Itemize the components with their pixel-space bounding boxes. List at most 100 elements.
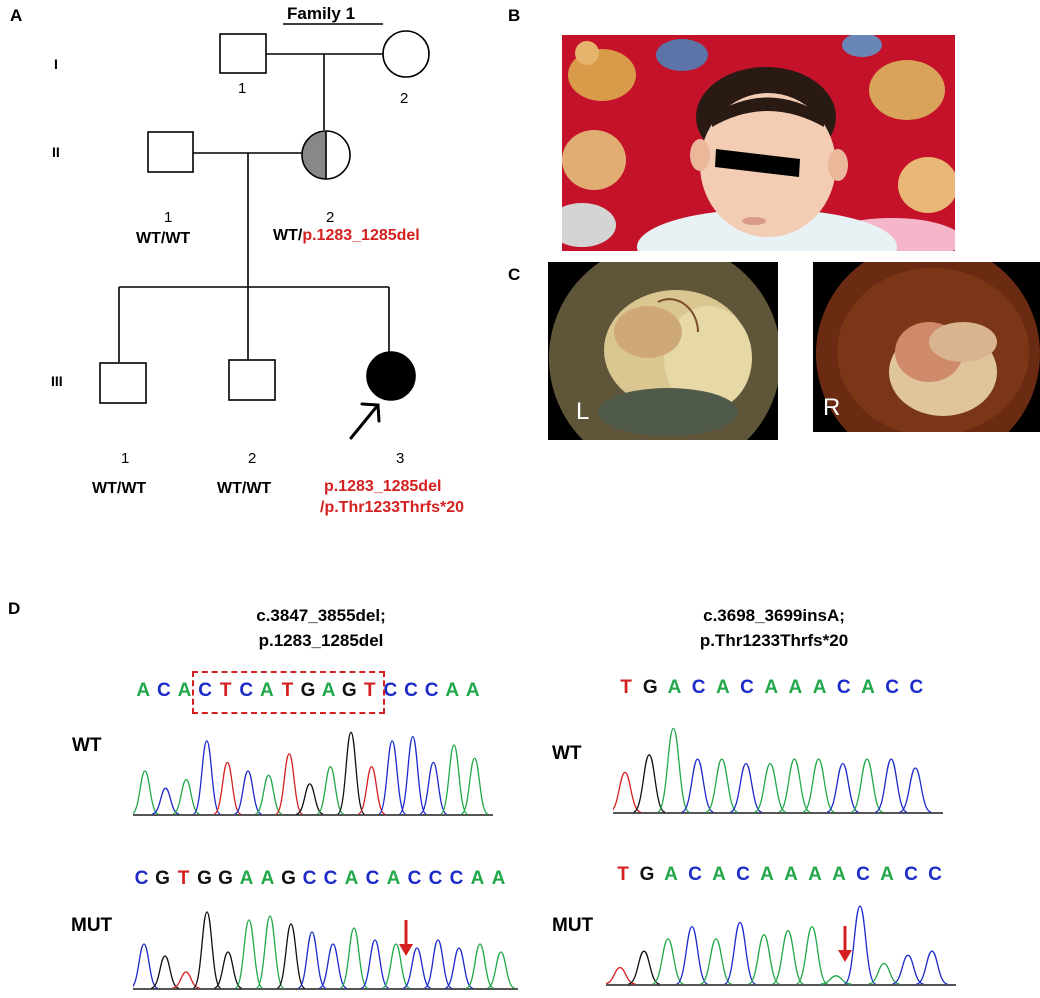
family-title: Family 1 [287,4,356,23]
trace-peak [754,762,787,813]
trace-peak [276,923,306,989]
trace-peak [151,787,180,815]
trace-peak [151,955,179,989]
trace-peak [613,771,642,813]
fundus-image-right: R [813,262,1040,432]
base-letter: A [445,680,460,701]
trace-peak [892,954,924,985]
base-letter: A [259,680,274,701]
base-letter: A [812,677,827,698]
trace-peak [234,919,264,989]
left-mut-chromatogram [133,911,518,990]
trace-peak [916,950,948,985]
base-letter: G [642,677,658,698]
base-letter: C [407,868,422,889]
trace-peak [729,762,763,813]
genotype-III1: WT/WT [92,480,147,497]
generation-label-III: III [51,373,63,389]
base-letter: A [764,677,779,698]
base-letter: A [260,868,275,889]
pedigree-female-I2 [382,30,430,78]
genotype-III2: WT/WT [217,480,272,497]
base-letter: C [323,868,338,889]
right-wt-label: WT [552,743,582,764]
base-letter: A [808,864,822,885]
base-letter: A [712,864,726,885]
individual-number-I1: 1 [238,80,247,97]
trace-peak [724,921,756,985]
trace-peak [850,758,884,813]
base-letter: G [197,868,212,889]
left-wt-chromatogram [133,731,493,816]
trace-peak [398,735,427,815]
base-letter: C [909,677,924,698]
trace-peak [378,740,407,815]
trace-peak [382,943,410,989]
base-letter: A [832,864,846,885]
trace-peak [628,950,660,985]
trace-peak [254,774,283,815]
trace-peak [676,925,708,985]
pedigree-affected-female-III3 [366,351,416,401]
base-letter: A [470,868,485,889]
trace-peak [652,938,684,985]
trace-peak [700,938,732,985]
base-letter: C [688,864,702,885]
right-variant-cdna: c.3698_3699insA; [703,606,845,625]
base-letter: A [344,868,359,889]
right-wt-chromatogram [613,727,943,814]
base-letter: G [300,680,316,701]
trace-peak [133,770,159,815]
individual-number-III3: 3 [396,450,405,467]
individual-number-III2: 2 [248,450,257,467]
individual-number-II2: 2 [326,209,335,226]
base-letter: C [691,677,706,698]
base-letter: G [639,864,655,885]
trace-peak [213,761,242,815]
generation-label-II: II [52,144,60,160]
base-letter: C [198,680,212,701]
trace-peak [778,758,811,813]
trace-peak [466,943,494,989]
trace-peak [357,766,386,815]
base-letter: C [449,868,464,889]
right-mutation-arrow-icon [838,926,852,962]
trace-peak [657,727,690,813]
trace-peak [319,943,347,989]
trace-peak [796,925,828,985]
base-letter: A [784,864,798,885]
left-variant-protein: p.1283_1285del [258,631,384,650]
trace-peak [681,758,714,813]
trace-peak [339,927,369,989]
trace-peak [403,947,431,989]
trace-peak [705,758,738,813]
trace-peak [772,930,804,985]
trace-peak [633,754,666,813]
base-letter: A [715,677,730,698]
base-letter: C [302,868,317,889]
base-letter: G [281,868,296,889]
base-letter: C [740,677,754,698]
trace-peak [487,951,515,989]
base-letter: T [281,680,294,701]
left-mutation-arrow-icon [399,920,413,956]
right-variant-protein: p.Thr1233Thrfs*20 [699,631,849,650]
pedigree-chart [99,23,430,440]
base-letter: T [364,680,376,701]
pedigree-carrier-female-II2 [301,130,351,180]
base-letter: A [664,864,678,885]
right-mut-chromatogram [606,905,956,986]
base-letter: T [620,677,632,698]
pedigree-male-III2 [228,359,276,401]
base-letter: A [788,677,803,698]
panel-label-b: B [508,6,521,25]
trace-peak [172,778,200,815]
individual-number-II1: 1 [164,209,173,226]
base-letter: C [365,868,380,889]
trace-peak [275,753,304,815]
panel-label-c: C [508,265,521,284]
trace-peak [192,911,222,989]
genotype-III3-line1: p.1283_1285del [324,478,442,495]
